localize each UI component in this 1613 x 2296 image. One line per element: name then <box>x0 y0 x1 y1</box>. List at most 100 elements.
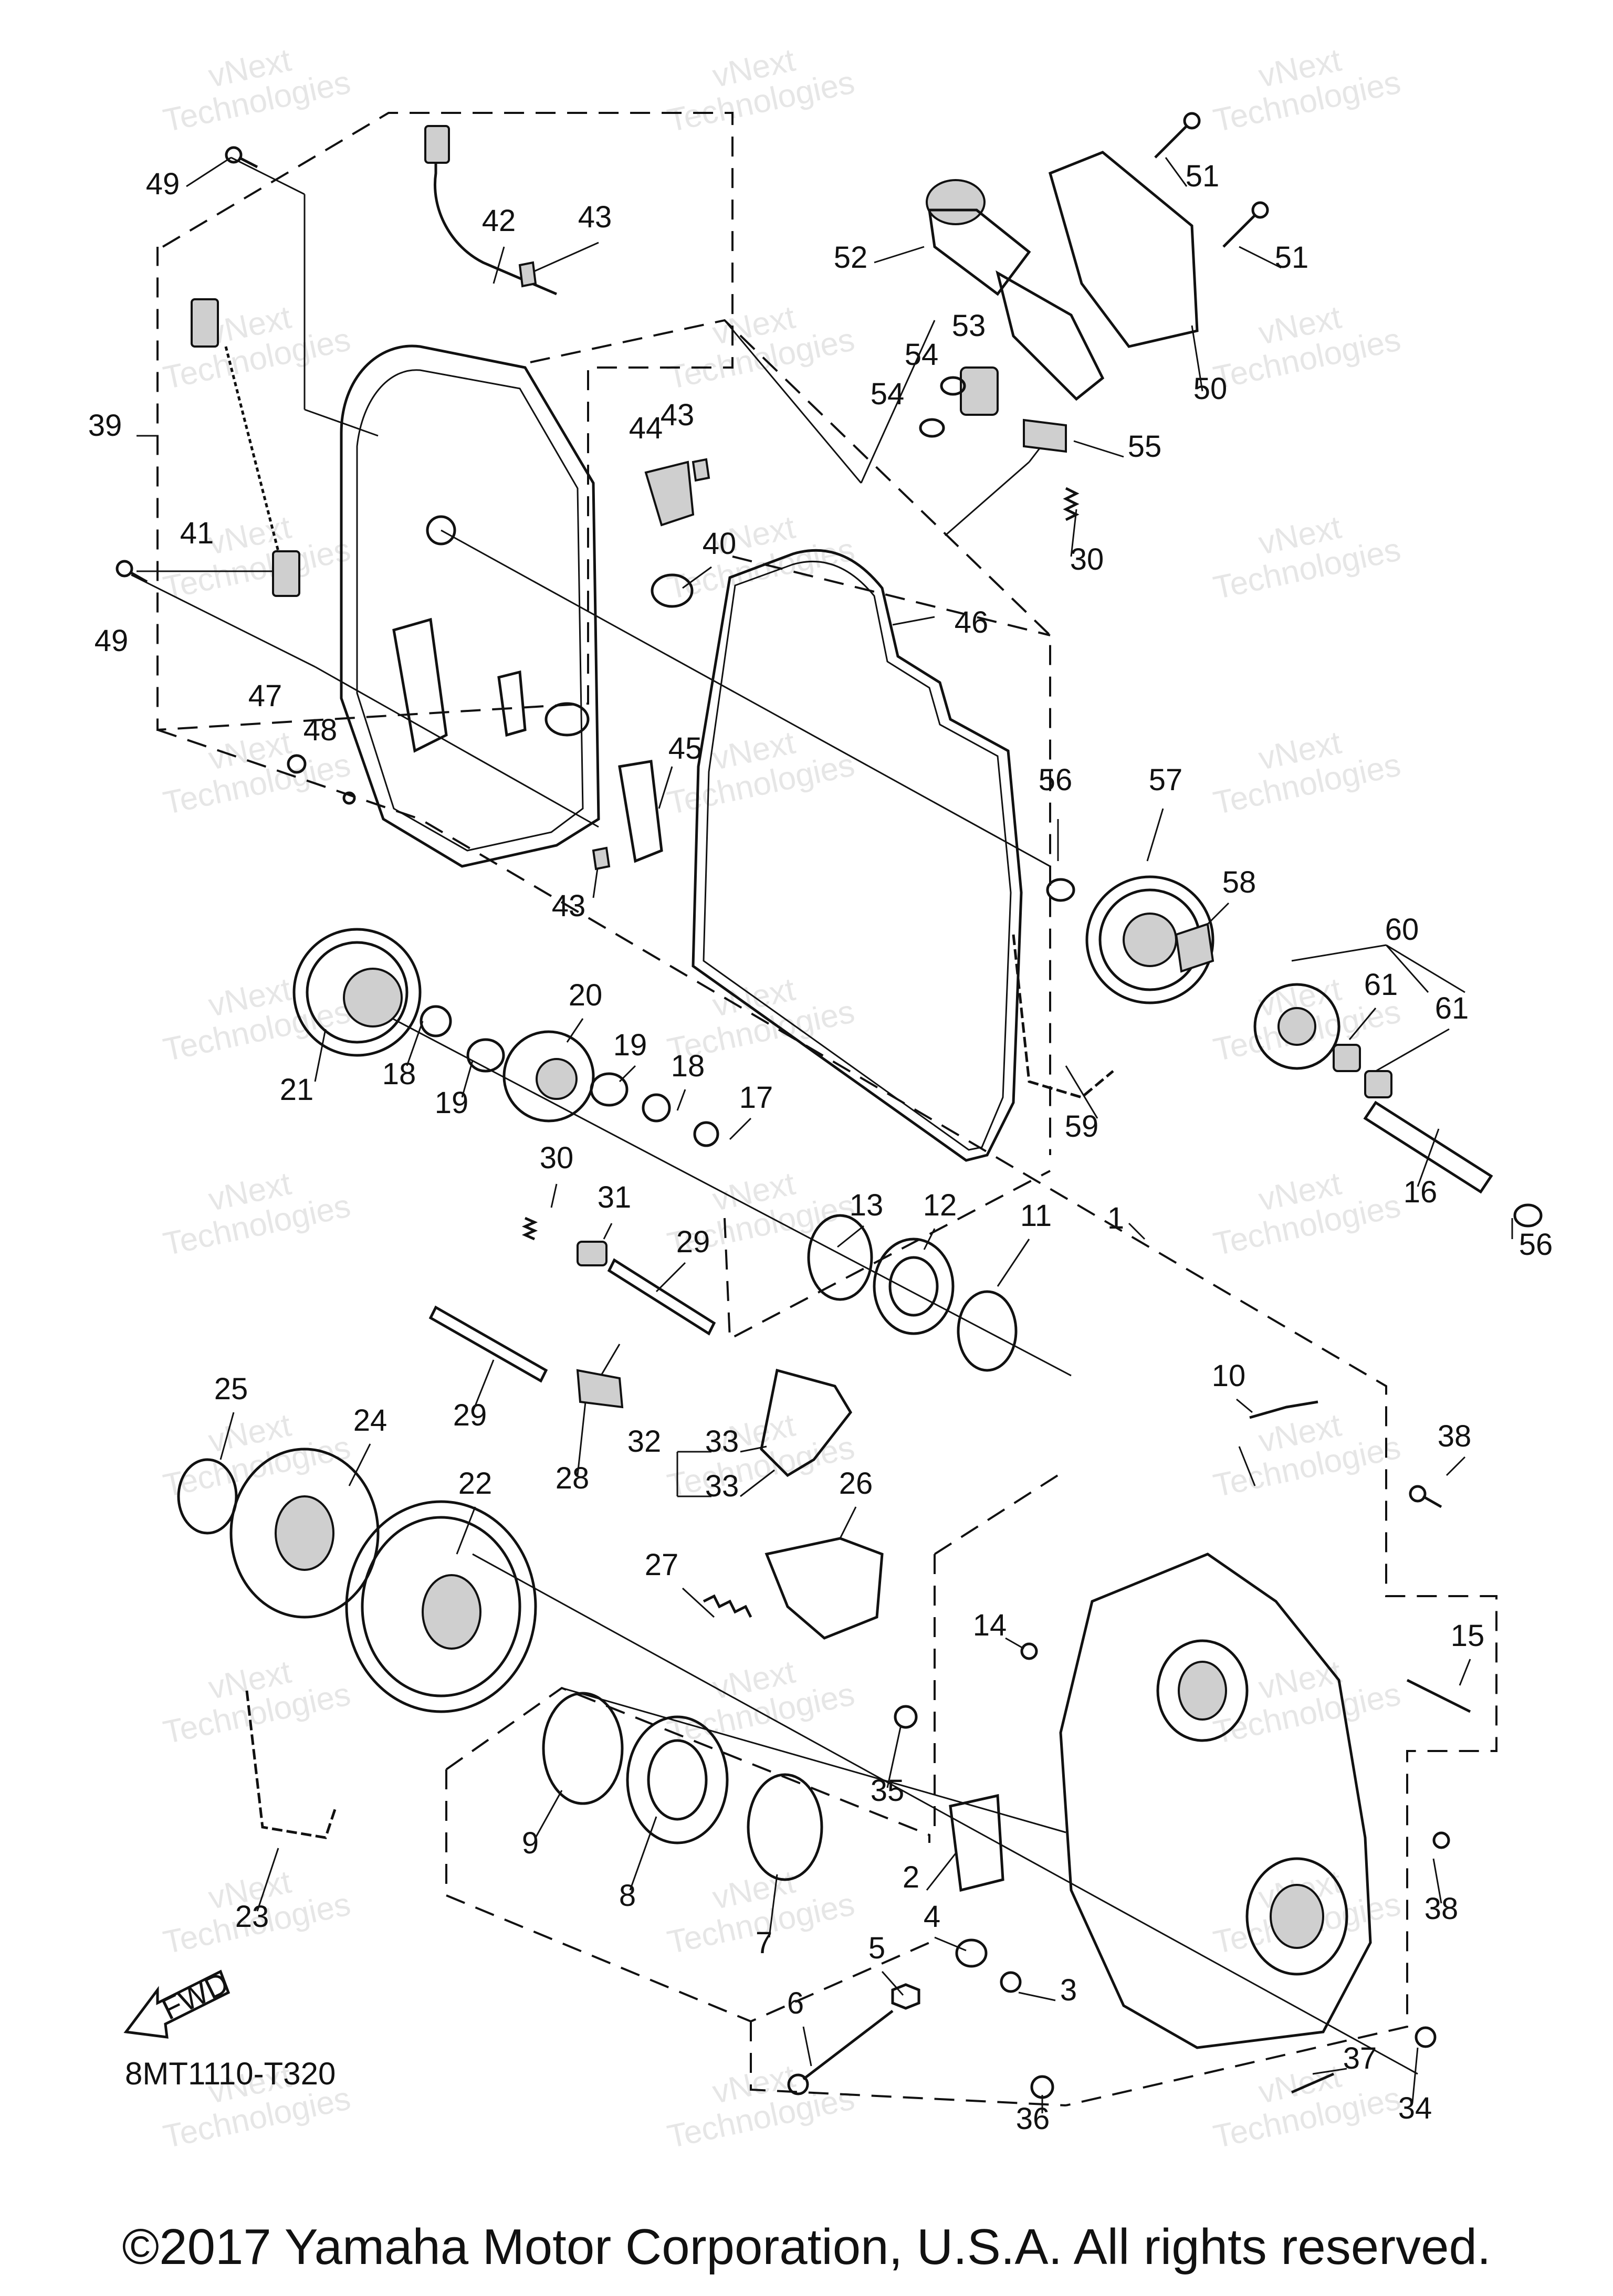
callout-38: 38 <box>1425 1892 1459 1926</box>
callout-31: 31 <box>598 1180 632 1214</box>
callout-1: 1 <box>1107 1201 1124 1235</box>
callout-34: 34 <box>1398 2091 1432 2125</box>
gasket-46 <box>692 549 1023 1162</box>
callout-17: 17 <box>739 1081 773 1115</box>
callout-36: 36 <box>1016 2102 1050 2136</box>
callout-43: 43 <box>552 889 586 923</box>
callout-25: 25 <box>214 1372 248 1406</box>
callout-55: 55 <box>1128 429 1162 464</box>
callout-18: 18 <box>382 1057 416 1091</box>
callout-43: 43 <box>661 398 695 432</box>
callout-5: 5 <box>868 1931 885 1965</box>
group-frames <box>156 112 1497 2106</box>
callout-21: 21 <box>280 1073 314 1107</box>
callout-30: 30 <box>540 1141 574 1175</box>
callout-6: 6 <box>787 1986 804 2020</box>
callout-32: 32 <box>627 1424 662 1459</box>
callout-49: 49 <box>95 624 129 658</box>
callout-23: 23 <box>235 1900 269 1934</box>
leader-lines <box>131 156 1513 2113</box>
callout-13: 13 <box>850 1188 884 1222</box>
fwd-label: FWD <box>156 1966 234 2027</box>
transmission-case <box>1059 1553 1372 2049</box>
callout-24: 24 <box>353 1403 387 1438</box>
callout-61: 61 <box>1435 991 1469 1025</box>
callout-49: 49 <box>146 167 180 201</box>
callout-41: 41 <box>180 516 214 550</box>
callout-4: 4 <box>924 1900 940 1934</box>
callout-38: 38 <box>1438 1419 1472 1453</box>
callout-47: 47 <box>248 679 282 713</box>
callout-54: 54 <box>871 377 905 411</box>
callout-37: 37 <box>1343 2041 1377 2075</box>
callout-44: 44 <box>629 411 663 445</box>
callout-10: 10 <box>1212 1359 1246 1393</box>
callout-56: 56 <box>1519 1228 1553 1262</box>
fwd-arrow: FWD <box>123 1966 234 2039</box>
callout-33: 33 <box>705 1424 739 1459</box>
parts <box>116 112 1543 2099</box>
callout-43: 43 <box>578 200 612 234</box>
callout-27: 27 <box>645 1548 679 1582</box>
callout-19: 19 <box>613 1028 647 1062</box>
callout-16: 16 <box>1403 1175 1438 1209</box>
callout-58: 58 <box>1222 865 1256 899</box>
callout-48: 48 <box>303 713 338 747</box>
callout-40: 40 <box>703 527 737 561</box>
callout-9: 9 <box>522 1826 539 1860</box>
callout-45: 45 <box>668 731 703 766</box>
callout-52: 52 <box>834 240 868 275</box>
callout-30: 30 <box>1070 542 1104 576</box>
callout-57: 57 <box>1149 763 1183 797</box>
callout-2: 2 <box>903 1860 919 1894</box>
callout-7: 7 <box>756 1926 772 1960</box>
callout-54: 54 <box>905 338 939 372</box>
callout-18: 18 <box>671 1049 705 1083</box>
copyright-notice: ©2017 Yamaha Motor Corporation, U.S.A. A… <box>122 2219 1491 2275</box>
callout-15: 15 <box>1451 1619 1485 1653</box>
callout-56: 56 <box>1039 763 1073 797</box>
callout-59: 59 <box>1065 1109 1099 1144</box>
callout-11: 11 <box>1020 1199 1052 1233</box>
callout-42: 42 <box>482 204 516 238</box>
transmission-cover <box>340 344 600 868</box>
callout-50: 50 <box>1193 372 1228 406</box>
callout-8: 8 <box>619 1879 636 1913</box>
callout-29: 29 <box>453 1398 487 1432</box>
callout-39: 39 <box>88 408 122 443</box>
callout-28: 28 <box>556 1461 590 1495</box>
callout-51: 51 <box>1186 159 1220 193</box>
callout-35: 35 <box>871 1774 905 1808</box>
callout-12: 12 <box>923 1188 957 1222</box>
callout-33: 33 <box>705 1469 739 1503</box>
callout-46: 46 <box>955 605 989 639</box>
callout-14: 14 <box>973 1608 1007 1642</box>
callout-22: 22 <box>458 1466 493 1501</box>
callout-51: 51 <box>1275 240 1309 275</box>
callout-19: 19 <box>435 1086 469 1120</box>
callout-60: 60 <box>1385 913 1419 947</box>
callout-20: 20 <box>569 978 603 1012</box>
